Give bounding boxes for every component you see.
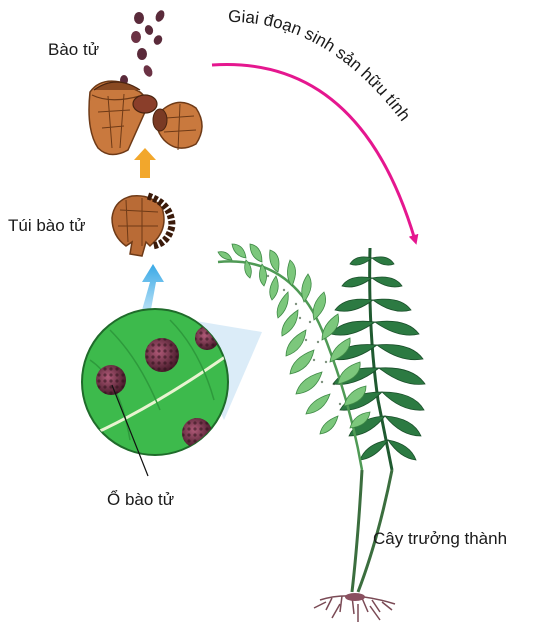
spores-label: Bào tử [48, 40, 99, 60]
opened-sporangium [89, 81, 202, 154]
adult-plant-label: Cây trưởng thành [373, 529, 507, 549]
rhizome-knot [345, 593, 365, 601]
sporangium-label: Túi bào tử [8, 216, 86, 236]
closed-sporangium [112, 196, 172, 256]
sorus-label: Ổ bào tử [107, 490, 174, 510]
falling-spores [120, 9, 166, 85]
dark-frond [331, 248, 425, 470]
orange-arrow [134, 148, 156, 178]
